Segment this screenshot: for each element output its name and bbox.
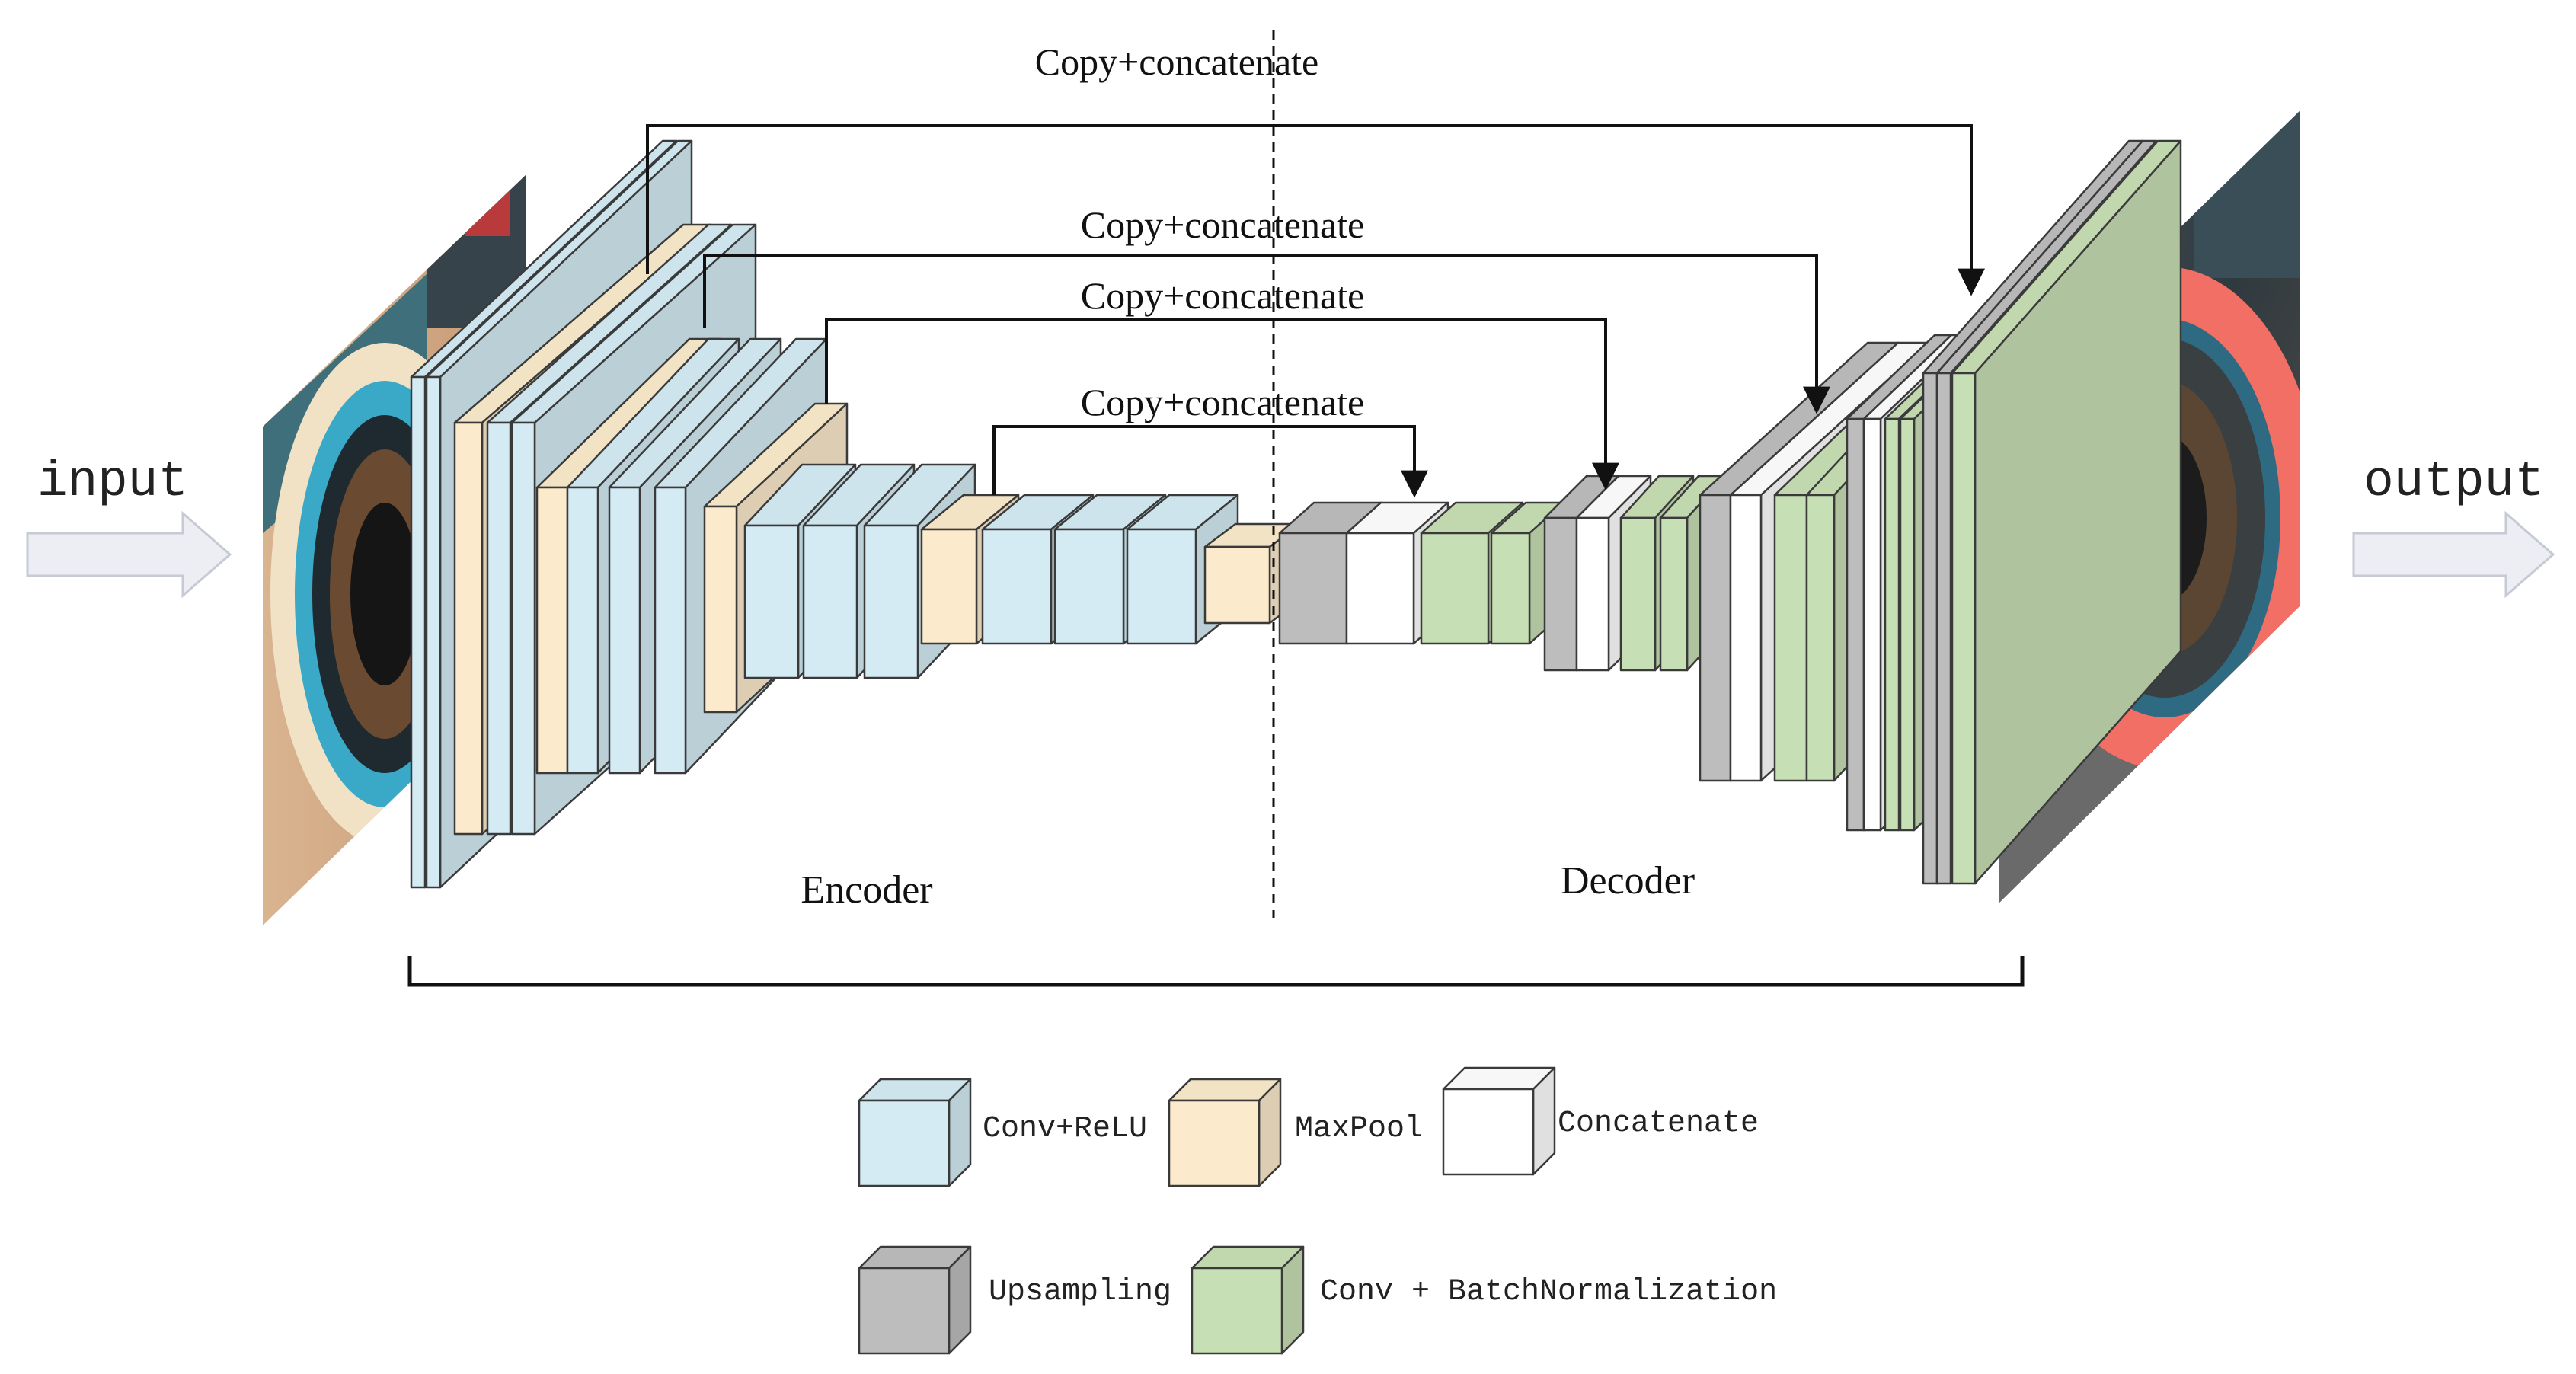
legend-cube-1 (858, 1078, 972, 1187)
legend-cube-3 (1442, 1066, 1556, 1176)
legend-label-5: Conv + BatchNormalization (1320, 1275, 1777, 1309)
legend-cube-4 (858, 1245, 972, 1355)
skip-connection-4-label: Copy+concatenate (1081, 381, 1365, 423)
legend-item-4: Upsampling (858, 1245, 1171, 1355)
legend-label-3: Concatenate (1558, 1107, 1759, 1141)
output-arrow (2352, 510, 2555, 599)
legend-cube-2 (1168, 1078, 1282, 1187)
skip-connection-2-label: Copy+concatenate (1081, 203, 1365, 246)
layer-block-37-conv-bn (1951, 139, 2182, 885)
legend-cube-5 (1191, 1245, 1305, 1355)
network-blocks (410, 139, 2182, 889)
skip-connection-4-line (992, 425, 1428, 498)
legend-label-2: MaxPool (1295, 1112, 1423, 1146)
skip-connections (646, 124, 1985, 498)
skip-connection-labels: Copy+concatenate Copy+concatenate Copy+c… (1035, 40, 1365, 423)
decoder-label: Decoder (1561, 859, 1695, 903)
input-arrow (26, 510, 232, 599)
legend-item-5: Conv + BatchNormalization (1191, 1245, 1777, 1355)
skip-connection-3-line (825, 318, 1619, 490)
legend-label-1: Conv+ReLU (983, 1112, 1147, 1146)
skip-connection-1-line (646, 124, 1985, 296)
skip-connection-2-line (703, 254, 1830, 414)
skip-connection-1-label: Copy+concatenate (1035, 40, 1319, 83)
skip-connection-3-label: Copy+concatenate (1081, 274, 1365, 317)
legend-item-2: MaxPool (1168, 1078, 1423, 1187)
input-label: input (37, 453, 188, 510)
legend-item-1: Conv+ReLU (858, 1078, 1147, 1187)
network-bracket (407, 956, 2025, 987)
encoder-label: Encoder (801, 868, 932, 912)
output-label: output (2363, 453, 2545, 510)
legend-item-3: Concatenate (1442, 1066, 1759, 1176)
legend-label-4: Upsampling (989, 1275, 1171, 1309)
